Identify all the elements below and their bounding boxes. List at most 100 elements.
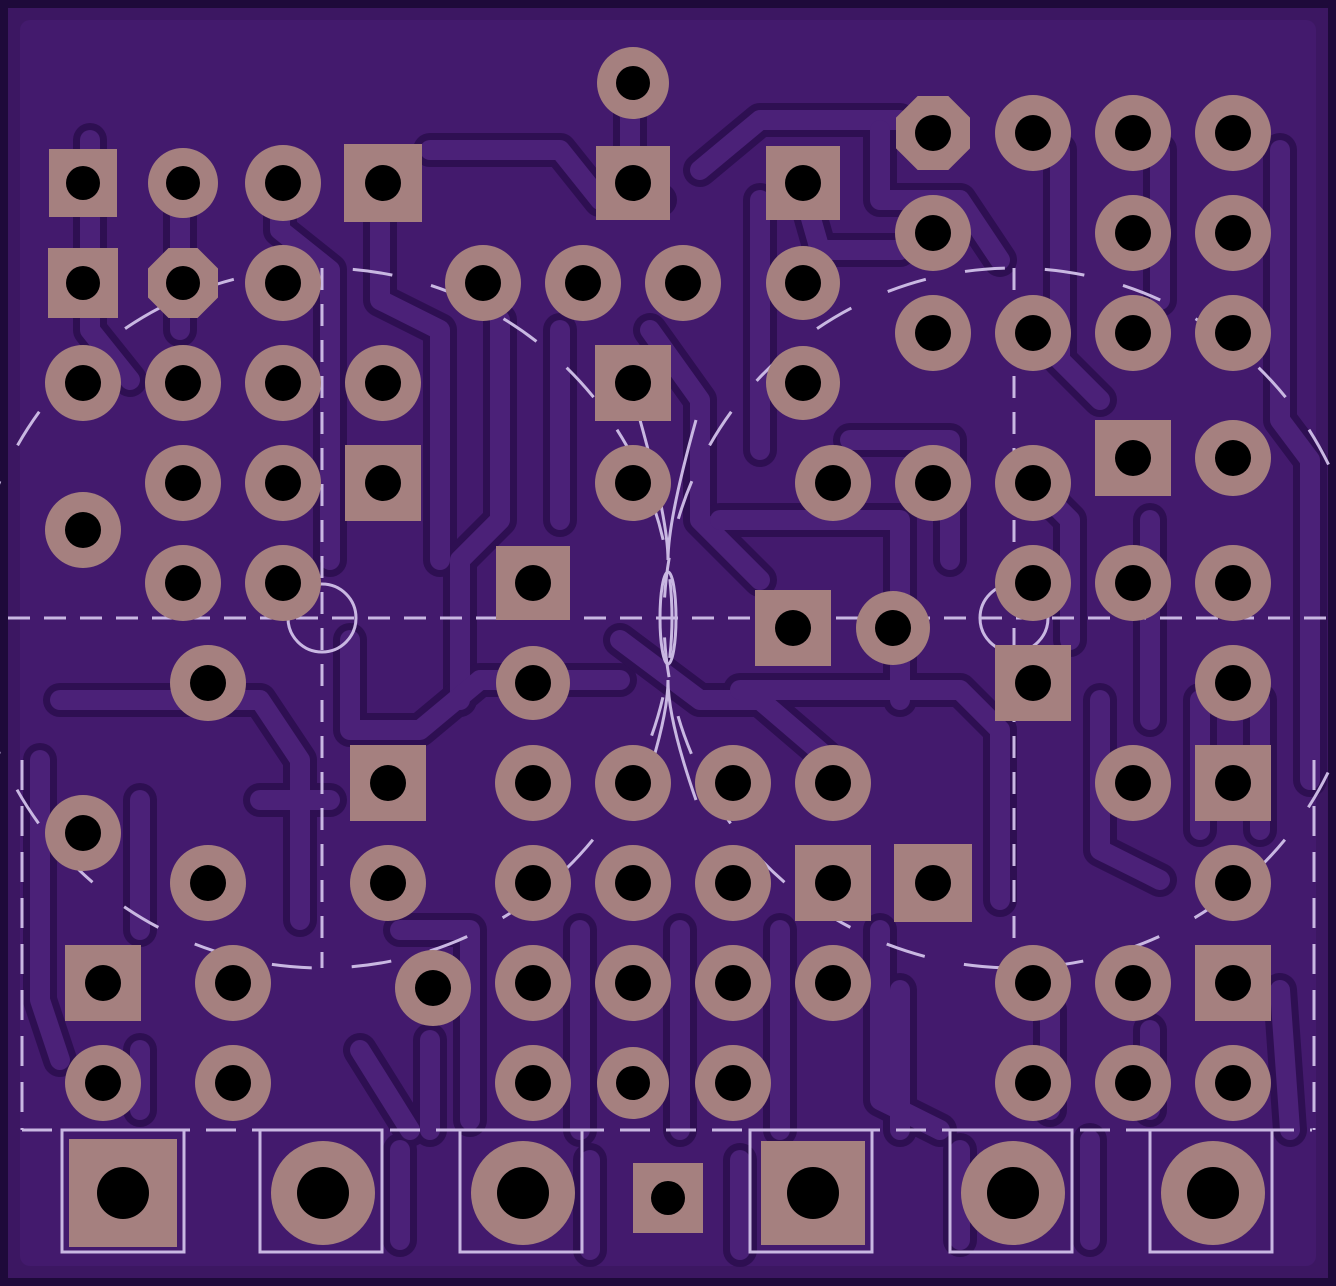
drill-hole-12	[265, 465, 301, 501]
drill-hole-27	[785, 165, 821, 201]
pad-46	[1095, 420, 1171, 496]
drill-hole-52	[1215, 665, 1251, 701]
connector-outline-4	[948, 1128, 1074, 1254]
drill-hole-82	[85, 1065, 121, 1101]
pad-1	[148, 148, 218, 218]
drill-hole-76	[215, 965, 251, 1001]
pad-37	[1095, 95, 1171, 171]
drill-hole-42	[915, 315, 951, 351]
drill-hole-87	[97, 1167, 149, 1219]
trace-22	[730, 680, 1010, 910]
connector-outline-2	[458, 1128, 584, 1254]
pad-18	[597, 47, 669, 119]
pad-25	[496, 546, 570, 620]
connector-outline-0	[60, 1128, 186, 1254]
pad-32	[995, 445, 1071, 521]
pad-33	[755, 590, 831, 666]
pad-41	[1195, 195, 1271, 271]
pad-90	[633, 1163, 703, 1233]
drill-hole-24	[615, 465, 651, 501]
drill-hole-19	[615, 165, 651, 201]
pad-34	[856, 591, 930, 665]
pad-11	[145, 445, 221, 521]
pad-12	[245, 445, 321, 521]
drill-hole-34	[875, 610, 911, 646]
trace-6	[690, 110, 910, 180]
drill-hole-15	[165, 565, 201, 601]
drill-hole-21	[565, 265, 601, 301]
drill-hole-58	[1215, 965, 1251, 1001]
drill-hole-60	[1115, 1065, 1151, 1101]
drill-hole-85	[616, 1066, 650, 1100]
drill-hole-39	[915, 215, 951, 251]
drill-hole-14	[65, 512, 101, 548]
pad-3	[344, 144, 422, 222]
drill-hole-10	[365, 365, 401, 401]
drill-hole-1	[166, 166, 200, 200]
drill-hole-7	[65, 365, 101, 401]
trace-21	[610, 630, 840, 770]
pad-36	[995, 95, 1071, 171]
drill-hole-62	[370, 765, 406, 801]
pad-35	[896, 96, 970, 170]
pad-84	[495, 1045, 571, 1121]
drill-hole-67	[65, 815, 101, 851]
pad-17	[170, 645, 246, 721]
trace-10	[1050, 140, 1110, 410]
trace-17	[840, 430, 960, 570]
drill-hole-92	[987, 1167, 1039, 1219]
pad-43	[995, 295, 1071, 371]
pad-71	[595, 845, 671, 921]
drill-hole-11	[165, 465, 201, 501]
pad-13	[345, 445, 421, 521]
center-crystal-mark	[658, 570, 678, 666]
pad-72	[695, 845, 771, 921]
drill-hole-28	[785, 265, 821, 301]
pad-91	[761, 1141, 865, 1245]
drill-hole-29	[785, 365, 821, 401]
pad-54	[1195, 745, 1271, 821]
drill-hole-77	[415, 970, 451, 1006]
drill-hole-59	[1015, 1065, 1051, 1101]
drill-hole-41	[1215, 215, 1251, 251]
pad-44	[1095, 295, 1171, 371]
drill-hole-64	[615, 765, 651, 801]
pad-19	[596, 146, 670, 220]
drill-hole-57	[1115, 965, 1151, 1001]
drill-hole-50	[1215, 565, 1251, 601]
pad-8	[145, 345, 221, 421]
pad-28	[766, 246, 840, 320]
pad-layer	[45, 47, 1271, 1247]
silkscreen-layer	[0, 266, 1336, 1254]
pad-76	[195, 945, 271, 1021]
pad-26	[496, 646, 570, 720]
drill-hole-78	[515, 965, 551, 1001]
pad-55	[1195, 845, 1271, 921]
drill-hole-31	[915, 465, 951, 501]
pad-0	[49, 149, 117, 217]
drill-hole-75	[85, 965, 121, 1001]
pad-77	[395, 950, 471, 1026]
drill-hole-23	[615, 365, 651, 401]
drill-hole-74	[915, 865, 951, 901]
left-potentiometer-outline	[0, 266, 674, 970]
drill-hole-3	[365, 165, 401, 201]
drill-hole-88	[297, 1167, 349, 1219]
drill-hole-33	[775, 610, 811, 646]
trace-15	[640, 320, 770, 590]
pad-15	[145, 545, 221, 621]
pad-4	[48, 248, 118, 318]
drill-hole-66	[815, 765, 851, 801]
pad-23	[595, 345, 671, 421]
drill-hole-9	[265, 365, 301, 401]
drill-hole-65	[715, 765, 751, 801]
drill-hole-49	[1115, 565, 1151, 601]
drill-hole-45	[1215, 315, 1251, 351]
drill-hole-6	[265, 265, 301, 301]
pad-85	[597, 1047, 669, 1119]
drill-hole-44	[1115, 315, 1151, 351]
drill-hole-43	[1015, 315, 1051, 351]
drill-hole-84	[515, 1065, 551, 1101]
